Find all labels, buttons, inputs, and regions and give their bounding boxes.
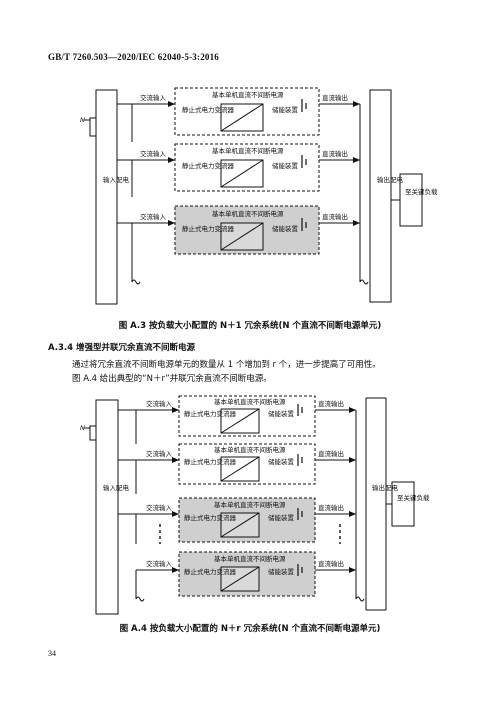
n-label: N	[80, 424, 85, 432]
output-distribution-label: 输出配电	[377, 175, 404, 184]
dc-output-label: 直流输出	[318, 503, 344, 512]
output-distribution-label: 输出配电	[372, 483, 399, 492]
storage-label: 储能装置	[272, 161, 299, 170]
storage-label: 储能装置	[268, 409, 295, 418]
figure-a4-diagram: N 交流输入 交流输入 交流输入 交流输入 直流输出 直流输出 直流输出 直流输…	[80, 395, 430, 615]
storage-label: 储能装置	[268, 567, 295, 576]
ac-input-label: 交流输入	[140, 149, 167, 158]
ac-input-label: 交流输入	[140, 212, 167, 221]
unit-title: 基本单机直流不间断电源	[214, 445, 286, 454]
converter-label: 静止式电力变流器	[184, 457, 237, 466]
input-distribution-label: 输入配电	[103, 175, 130, 184]
dc-output-label: 直流输出	[322, 93, 348, 102]
paragraph-line: 通过将冗余直流不间断电源单元的数量从 1 个增加到 r 个，进一步提高了可用性。	[72, 360, 381, 370]
page-header: GB/T 7260.503—2020/IEC 62040-5-3:2016	[48, 52, 219, 62]
load-label: 至关键负载	[405, 187, 438, 196]
dc-output-label: 直流输出	[318, 399, 344, 408]
paragraph-line: 图 A.4 给出典型的“N＋r”并联冗余直流不间断电源。	[72, 374, 272, 384]
converter-label: 静止式电力变流器	[182, 105, 235, 114]
ac-input-label: 交流输入	[146, 449, 173, 458]
ac-input-label: 交流输入	[146, 559, 173, 568]
unit-title: 基本单机直流不间断电源	[212, 90, 284, 99]
storage-label: 储能装置	[268, 457, 295, 466]
converter-label: 静止式电力变流器	[182, 224, 235, 233]
storage-label: 储能装置	[272, 224, 299, 233]
unit-title: 基本单机直流不间断电源	[214, 397, 286, 406]
dc-output-label: 直流输出	[318, 449, 344, 458]
load-label: 至关键负载	[397, 493, 430, 502]
storage-label: 储能装置	[272, 105, 299, 114]
n-label: N	[80, 116, 85, 124]
converter-label: 静止式电力变流器	[182, 161, 235, 170]
unit-title: 基本单机直流不间断电源	[214, 554, 286, 563]
ac-input-label: 交流输入	[146, 399, 173, 408]
dc-output-label: 直流输出	[322, 212, 348, 221]
ac-input-label: 交流输入	[140, 93, 167, 102]
dc-output-label: 直流输出	[318, 559, 344, 568]
dc-output-label: 直流输出	[322, 149, 348, 158]
storage-label: 储能装置	[268, 513, 295, 522]
figure-a4-caption: 图 A.4 按负载大小配置的 N＋r 冗余系统(N 个直流不间断电源单元)	[119, 624, 381, 634]
figure-a3-caption: 图 A.3 按负载大小配置的 N＋1 冗余系统(N 个直流不间断电源单元)	[118, 321, 382, 331]
input-distribution-label: 输入配电	[103, 483, 130, 492]
unit-title: 基本单机直流不间断电源	[212, 209, 284, 218]
page-number: 34	[48, 649, 56, 658]
converter-label: 静止式电力变流器	[184, 513, 237, 522]
section-heading: A.3.4 增强型并联冗余直流不间断电源	[48, 343, 195, 353]
unit-title: 基本单机直流不间断电源	[212, 146, 284, 155]
unit-title: 基本单机直流不间断电源	[214, 500, 286, 509]
converter-label: 静止式电力变流器	[184, 567, 237, 576]
converter-label: 静止式电力变流器	[184, 409, 237, 418]
figure-a3-diagram: N 交流输入 交流输入 交流输入 直流输出 直流输出 直流输出 基本单机直流不间…	[80, 87, 438, 305]
ac-input-label: 交流输入	[146, 503, 173, 512]
